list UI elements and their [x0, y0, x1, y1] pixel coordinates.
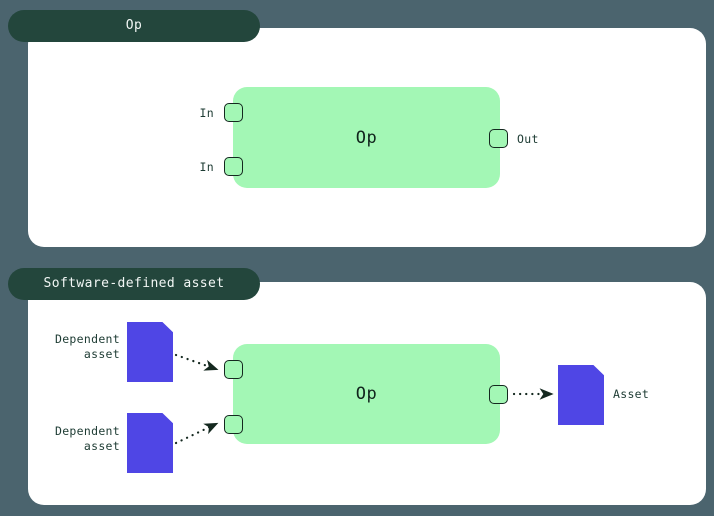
op-bottom-input-port-1[interactable] [224, 360, 243, 379]
op-node-top[interactable]: Op [233, 87, 500, 188]
op-top-output-label: Out [517, 132, 539, 146]
op-top-input-port-2[interactable] [224, 157, 243, 176]
op-top-input-label-1: In [199, 106, 214, 120]
op-node-top-label: Op [355, 127, 378, 148]
op-bottom-input-port-2[interactable] [224, 415, 243, 434]
dependent-asset-document-icon-1[interactable] [127, 322, 173, 382]
op-top-input-port-1[interactable] [224, 103, 243, 122]
op-top-input-label-2: In [199, 160, 214, 174]
connector-dependent-asset-2-to-op [174, 422, 219, 445]
op-top-output-port[interactable] [489, 129, 508, 148]
connector-dependent-asset-1-to-op [174, 353, 219, 371]
output-asset-label: Asset [613, 387, 650, 401]
op-node-bottom[interactable]: Op [233, 344, 500, 444]
panel-tab-software-defined-asset[interactable]: Software-defined asset [8, 268, 260, 300]
op-node-bottom-label: Op [355, 384, 378, 404]
dependent-asset-document-icon-2[interactable] [127, 413, 173, 473]
dependent-asset-label-1: Dependent asset [54, 332, 120, 361]
op-bottom-output-port[interactable] [489, 385, 508, 404]
dependent-asset-label-2: Dependent asset [54, 424, 120, 453]
panel-tab-op[interactable]: Op [8, 10, 260, 42]
output-asset-document-icon[interactable] [558, 365, 604, 425]
